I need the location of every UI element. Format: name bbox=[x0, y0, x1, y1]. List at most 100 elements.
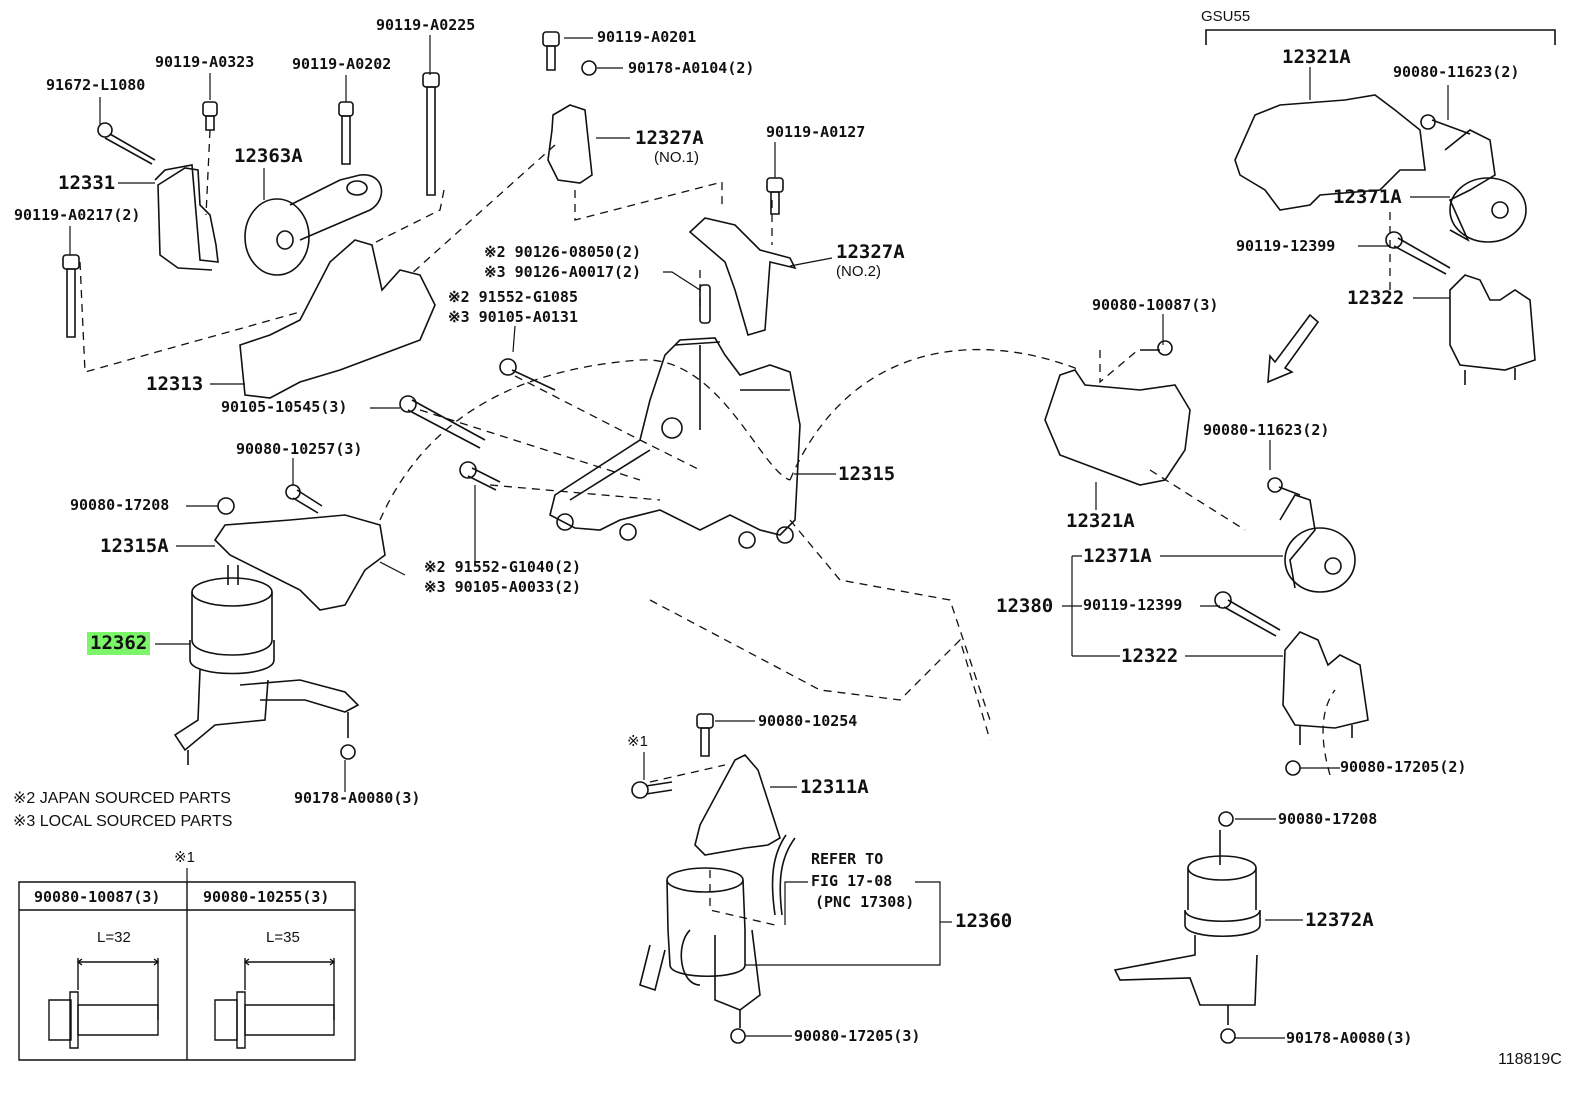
bracket-12311A-icon bbox=[695, 755, 780, 855]
part-label-12371A-mid[interactable]: 12371A bbox=[1083, 545, 1152, 567]
bracket-12327A-no1-icon bbox=[548, 105, 592, 183]
part-label-12327A-no2[interactable]: 12327A bbox=[836, 241, 905, 263]
variant-label: GSU55 bbox=[1201, 8, 1251, 25]
part-label-90105-A0033[interactable]: ※3 90105-A0033(2) bbox=[424, 578, 582, 596]
bolt-90119-A0201-icon bbox=[543, 32, 559, 70]
refer-text-line2[interactable]: FIG 17-08 bbox=[811, 872, 893, 890]
refer-text-line1: REFER TO bbox=[811, 850, 884, 868]
table-bolt-icon-2 bbox=[215, 958, 334, 1048]
part-label-90080-17208-left[interactable]: 90080-17208 bbox=[70, 496, 170, 514]
direction-arrow-icon bbox=[1268, 315, 1318, 382]
part-label-12372A[interactable]: 12372A bbox=[1305, 909, 1374, 931]
part-label-12363A[interactable]: 12363A bbox=[234, 145, 303, 167]
figure-id: 118819C bbox=[1498, 1051, 1562, 1068]
bolt-ref1-icon bbox=[632, 782, 672, 798]
part-label-12327A-no1[interactable]: 12327A bbox=[635, 127, 704, 149]
nut-90080-17208-right-icon bbox=[1219, 812, 1233, 826]
stud-90126-icon bbox=[700, 285, 710, 323]
torque-rod-12363A-icon bbox=[245, 175, 381, 275]
part-label-12322-mid[interactable]: 12322 bbox=[1121, 645, 1179, 667]
bracket-12331-icon bbox=[155, 165, 218, 270]
bolt-91672-L1080-icon bbox=[98, 123, 155, 164]
part-label-12371A-top[interactable]: 12371A bbox=[1333, 186, 1402, 208]
part-label-90119-A0201[interactable]: 90119-A0201 bbox=[597, 28, 697, 46]
bolt-90105-10545-icon bbox=[400, 396, 485, 448]
part-label-90105-10545[interactable]: 90105-10545(3) bbox=[221, 398, 348, 416]
nut-90178-A0104-icon bbox=[582, 61, 596, 75]
dashed-guides bbox=[80, 130, 1390, 925]
bolt-90119-A0217-icon bbox=[63, 255, 79, 337]
nut-90080-17205-2-icon bbox=[1286, 761, 1300, 775]
bracket-12322-top-icon bbox=[1450, 275, 1535, 385]
bracket-12327A-no2-icon bbox=[690, 218, 795, 335]
part-label-12315[interactable]: 12315 bbox=[838, 463, 896, 485]
nut-90080-17208-left-icon bbox=[218, 498, 234, 514]
part-label-12311A[interactable]: 12311A bbox=[800, 776, 869, 798]
part-label-90126-08050[interactable]: ※2 90126-08050(2) bbox=[484, 243, 642, 261]
legend-note-local-sourced: ※3 LOCAL SOURCED PARTS bbox=[13, 813, 233, 830]
bolt-90080-10254-icon bbox=[697, 714, 713, 756]
part-label-90178-A0104[interactable]: 90178-A0104(2) bbox=[628, 59, 755, 77]
part-label-90080-11623-top[interactable]: 90080-11623(2) bbox=[1393, 63, 1520, 81]
part-label-90080-17205-2[interactable]: 90080-17205(2) bbox=[1340, 758, 1467, 776]
part-label-90080-10087[interactable]: 90080-10087(3) bbox=[1092, 296, 1219, 314]
gsu55-group-bracket bbox=[1206, 30, 1555, 45]
part-label-91672-L1080[interactable]: 91672-L1080 bbox=[46, 76, 146, 94]
part-label-12322-top[interactable]: 12322 bbox=[1347, 287, 1405, 309]
bolt-90119-A0225-icon bbox=[423, 73, 439, 195]
part-label-12331[interactable]: 12331 bbox=[58, 172, 116, 194]
part-label-90080-10257[interactable]: 90080-10257(3) bbox=[236, 440, 363, 458]
part-label-90119-12399-top[interactable]: 90119-12399 bbox=[1236, 237, 1336, 255]
part-label-12360[interactable]: 12360 bbox=[955, 910, 1013, 932]
part-label-90119-A0217[interactable]: 90119-A0217(2) bbox=[14, 206, 141, 224]
part-label-12321A-top[interactable]: 12321A bbox=[1282, 46, 1351, 68]
table-header-col2[interactable]: 90080-10255(3) bbox=[203, 888, 330, 906]
hose-ref-icon bbox=[773, 835, 795, 915]
part-drawings bbox=[63, 32, 1535, 1043]
leader-lines bbox=[70, 35, 1450, 1038]
bracket-12322-mid-icon bbox=[1283, 632, 1368, 745]
part-label-90178-A0080-right[interactable]: 90178-A0080(3) bbox=[1286, 1029, 1413, 1047]
legend-note-japan-sourced: ※2 JAPAN SOURCED PARTS bbox=[13, 790, 231, 807]
bolt-91552-G1085-icon bbox=[500, 359, 555, 390]
bolt-90119-A0127-icon bbox=[767, 178, 783, 214]
part-label-12362-highlighted[interactable]: 12362 bbox=[87, 632, 151, 655]
bolt-90080-10087-icon bbox=[1140, 341, 1172, 355]
engine-mount-12360-icon bbox=[640, 868, 760, 1043]
part-label-90119-A0127[interactable]: 90119-A0127 bbox=[766, 123, 866, 141]
part-label-12315A[interactable]: 12315A bbox=[100, 535, 169, 557]
bolt-91552-G1040-icon bbox=[460, 462, 500, 490]
part-label-90080-17205-3[interactable]: 90080-17205(3) bbox=[794, 1027, 921, 1045]
part-label-90178-A0080-left[interactable]: 90178-A0080(3) bbox=[294, 789, 421, 807]
part-label-12380[interactable]: 12380 bbox=[996, 595, 1054, 617]
table-length-col2: L=35 bbox=[266, 929, 300, 946]
refer-text-line3: (PNC 17308) bbox=[815, 893, 915, 911]
part-label-90080-11623-mid[interactable]: 90080-11623(2) bbox=[1203, 421, 1330, 439]
part-label-90105-A0131[interactable]: ※3 90105-A0131 bbox=[448, 308, 578, 326]
bracket-12321A-mid-icon bbox=[1045, 370, 1190, 485]
bolt-90119-A0323-icon bbox=[203, 102, 217, 130]
part-label-90126-A0017[interactable]: ※3 90126-A0017(2) bbox=[484, 263, 642, 281]
part-label-91552-G1085[interactable]: ※2 91552-G1085 bbox=[448, 288, 578, 306]
bolt-90080-11623-top-icon bbox=[1421, 115, 1470, 134]
bolt-90080-11623-mid-icon bbox=[1268, 478, 1300, 495]
part-label-90119-A0225[interactable]: 90119-A0225 bbox=[376, 16, 476, 34]
part-label-90119-12399-mid[interactable]: 90119-12399 bbox=[1083, 596, 1183, 614]
part-label-12321A-mid[interactable]: 12321A bbox=[1066, 510, 1135, 532]
part-label-90119-A0202[interactable]: 90119-A0202 bbox=[292, 55, 392, 73]
part-label-12313[interactable]: 12313 bbox=[146, 373, 204, 395]
part-label-91552-G1040[interactable]: ※2 91552-G1040(2) bbox=[424, 558, 582, 576]
bracket-12315-icon bbox=[550, 338, 800, 548]
table-header-col1[interactable]: 90080-10087(3) bbox=[34, 888, 161, 906]
insulator-12371A-mid-icon bbox=[1280, 495, 1355, 592]
bolt-90080-10257-icon bbox=[286, 485, 322, 513]
engine-mount-12362-icon bbox=[175, 565, 358, 765]
part-label-90080-17208-right[interactable]: 90080-17208 bbox=[1278, 810, 1378, 828]
part-label-90080-10254[interactable]: 90080-10254 bbox=[758, 712, 858, 730]
bolt-length-table bbox=[19, 882, 355, 1060]
part-label-12327A-no1-sub: (NO.1) bbox=[654, 149, 699, 166]
bracket-12313-icon bbox=[240, 240, 435, 398]
bolt-90119-12399-mid-icon bbox=[1215, 592, 1280, 636]
part-label-90119-A0323[interactable]: 90119-A0323 bbox=[155, 53, 255, 71]
